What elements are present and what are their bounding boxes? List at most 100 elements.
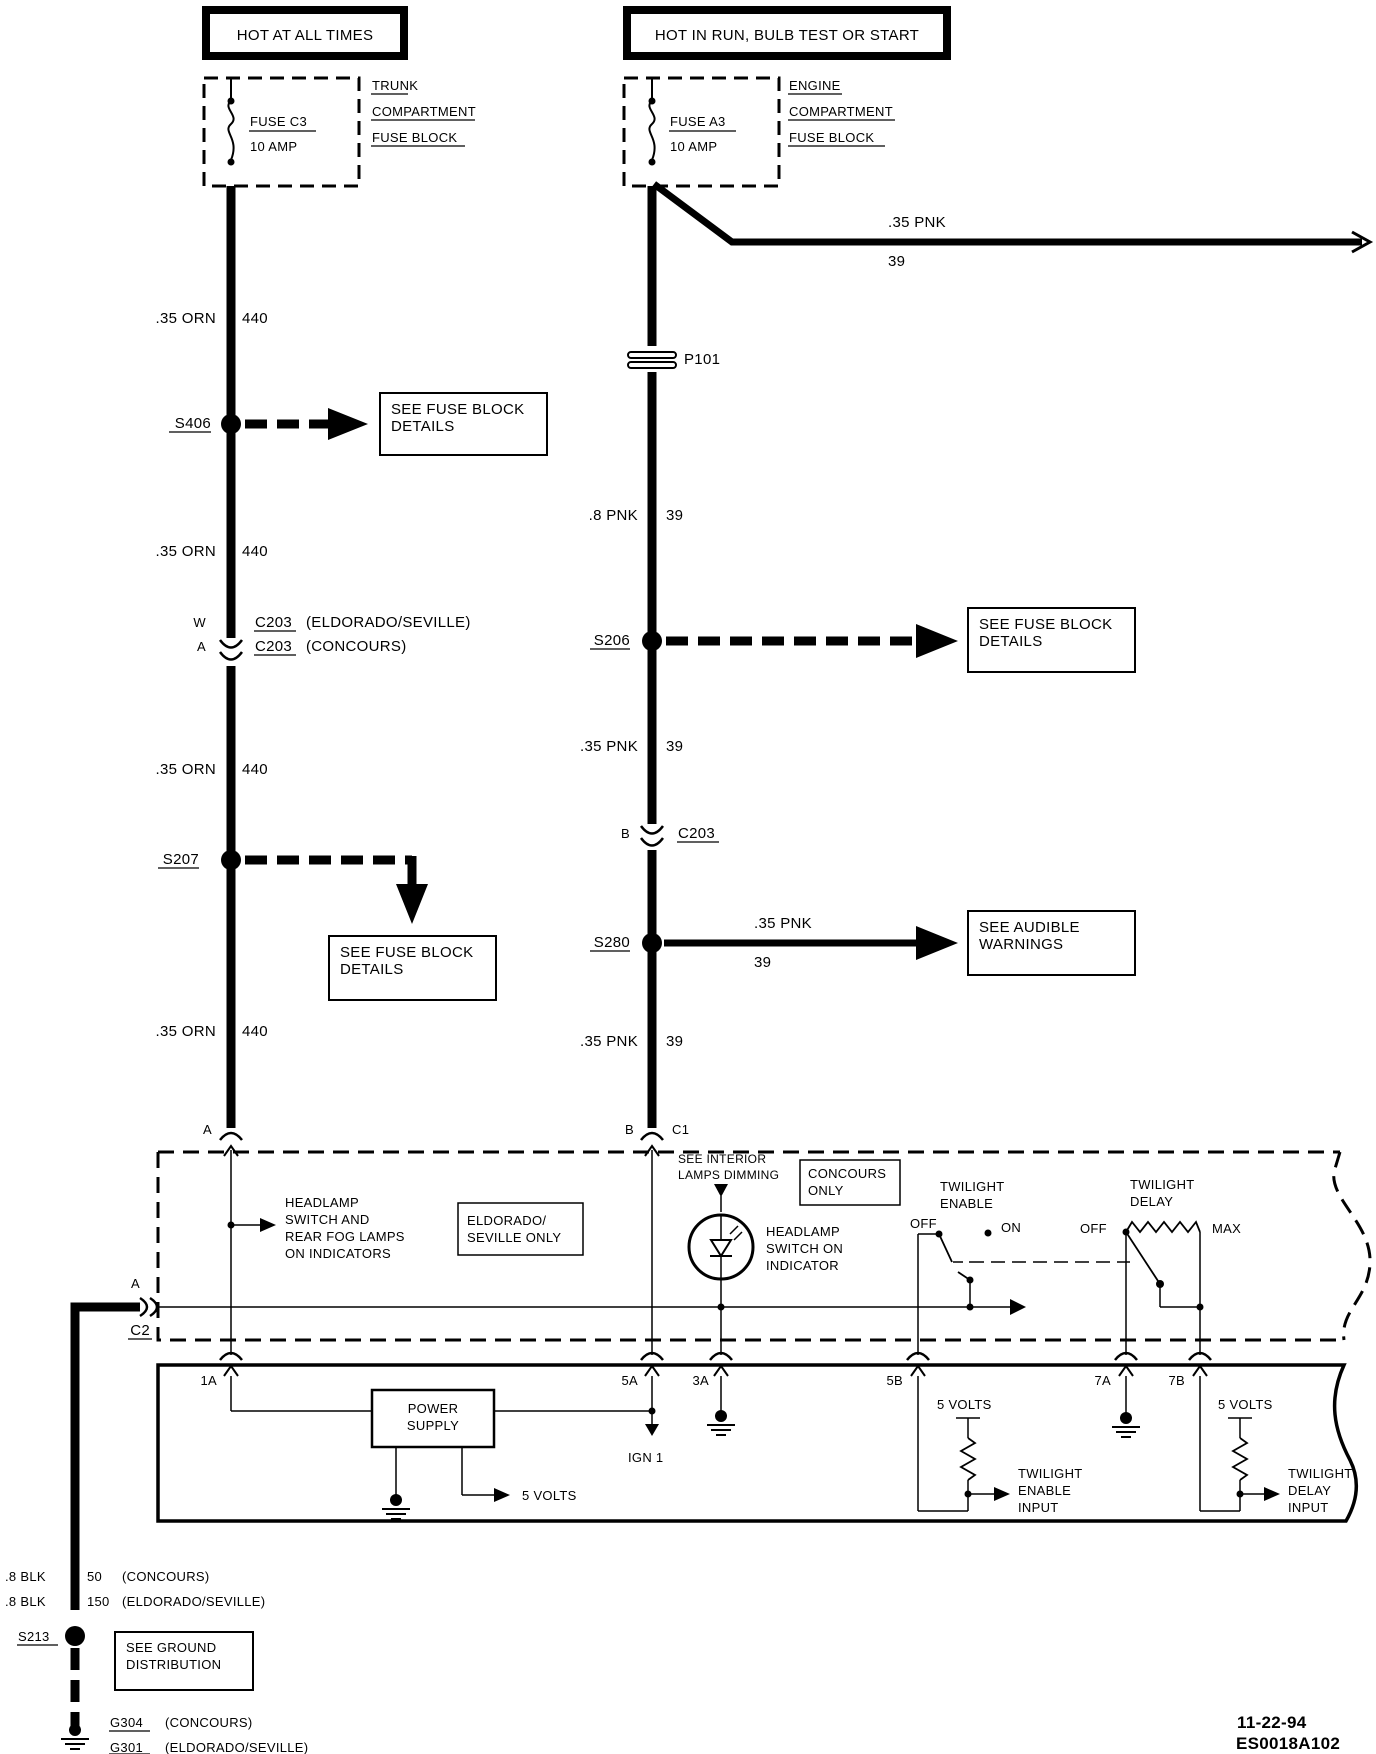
ground-g2-note: (ELDORADO/SEVILLE) bbox=[165, 1740, 308, 1754]
right-pin-b: B bbox=[625, 1122, 634, 1137]
ground-icon bbox=[382, 1494, 410, 1520]
td-volts: 5 VOLTS bbox=[1218, 1397, 1273, 1412]
splice-s280-label: S280 bbox=[594, 934, 630, 951]
power-source-right-label: HOT IN RUN, BULB TEST OR START bbox=[655, 27, 919, 44]
module-lower-section: 1A 5A 3A 5B 7A 7B IGN 1 POWER SUPPLY 5 V… bbox=[156, 1351, 1359, 1523]
pin-7b: 7B bbox=[1168, 1373, 1185, 1388]
fuse-block-left: FUSE C3 10 AMP TRUNK COMPARTMENT FUSE BL… bbox=[202, 76, 476, 188]
indicator-l2: SWITCH AND bbox=[285, 1212, 370, 1227]
ground-w1: .8 BLK bbox=[5, 1569, 46, 1584]
ref-box-s280[interactable]: SEE AUDIBLE WARNINGS bbox=[967, 910, 1136, 976]
left-wire-4: .35 ORN bbox=[156, 1023, 216, 1040]
conn-left-1-note: (ELDORADO/SEVILLE) bbox=[306, 614, 471, 631]
left-num-1: 440 bbox=[242, 310, 268, 327]
ref-box-s207[interactable]: SEE FUSE BLOCK DETAILS bbox=[328, 935, 497, 1001]
ref-s206-line1: SEE FUSE BLOCK bbox=[979, 616, 1112, 633]
td-in-l2: DELAY bbox=[1288, 1483, 1331, 1498]
eldorado-only-box: ELDORADO/ SEVILLE ONLY bbox=[457, 1202, 584, 1256]
fuse-left-block-3: FUSE BLOCK bbox=[372, 130, 457, 145]
ground-n1: 50 bbox=[87, 1569, 102, 1584]
conn-left-2: C203 bbox=[255, 638, 292, 655]
dimming-l2: LAMPS DIMMING bbox=[678, 1168, 779, 1182]
connector-c203-left: W A C203 (ELDORADO/SEVILLE) C203 (CONCOU… bbox=[193, 614, 471, 661]
headlamp-switch-module: HEADLAMP SWITCH AND REAR FOG LAMPS ON IN… bbox=[128, 1131, 1372, 1355]
c2-label: C2 bbox=[130, 1322, 150, 1339]
te-volts: 5 VOLTS bbox=[937, 1397, 992, 1412]
fuse-right-rating: 10 AMP bbox=[670, 139, 717, 154]
concours-l2: ONLY bbox=[808, 1183, 844, 1198]
right-branch2-num: 39 bbox=[754, 954, 771, 971]
td-l1: TWILIGHT bbox=[1130, 1177, 1195, 1192]
ground-g1: G304 bbox=[110, 1715, 143, 1730]
ground-g2: G301 bbox=[110, 1740, 143, 1754]
splice-s213 bbox=[65, 1626, 85, 1646]
ground-note1: (CONCOURS) bbox=[122, 1569, 210, 1584]
te-in-l2: ENABLE bbox=[1018, 1483, 1071, 1498]
splice-s207-label: S207 bbox=[163, 851, 199, 868]
te-on: ON bbox=[1001, 1220, 1021, 1235]
ground-g1-note: (CONCOURS) bbox=[165, 1715, 253, 1730]
splice-s206 bbox=[642, 631, 662, 651]
power-supply-l2: SUPPLY bbox=[407, 1418, 459, 1433]
te-in-l3: INPUT bbox=[1018, 1500, 1059, 1515]
te-in-l1: TWILIGHT bbox=[1018, 1466, 1083, 1481]
pin-b-connector bbox=[640, 1131, 664, 1141]
eldorado-l1: ELDORADO/ bbox=[467, 1213, 546, 1228]
ground-icon bbox=[1112, 1412, 1140, 1438]
ps-out-volts: 5 VOLTS bbox=[522, 1488, 577, 1503]
ground-w2: .8 BLK bbox=[5, 1594, 46, 1609]
dimming-l1: SEE INTERIOR bbox=[678, 1152, 766, 1166]
hsw-l2: SWITCH ON bbox=[766, 1241, 843, 1256]
conn-left-a: A bbox=[197, 639, 206, 654]
right-num-1: 39 bbox=[666, 507, 683, 524]
right-wire-1: .8 PNK bbox=[589, 507, 638, 524]
left-num-2: 440 bbox=[242, 543, 268, 560]
indicator-l3: REAR FOG LAMPS bbox=[285, 1229, 405, 1244]
conn-left-1: C203 bbox=[255, 614, 292, 631]
pin-5a: 5A bbox=[621, 1373, 638, 1388]
fuse-left-block-1: TRUNK bbox=[372, 78, 418, 93]
td-max: MAX bbox=[1212, 1221, 1241, 1236]
fuse-left-rating: 10 AMP bbox=[250, 139, 297, 154]
right-num-3: 39 bbox=[666, 1033, 683, 1050]
pin-7a: 7A bbox=[1094, 1373, 1111, 1388]
pin-1a: 1A bbox=[200, 1373, 217, 1388]
twilight-enable-switch: TWILIGHT ENABLE OFF ON bbox=[910, 1179, 1130, 1355]
left-wire-3: .35 ORN bbox=[156, 761, 216, 778]
twilight-delay-potentiometer: TWILIGHT DELAY OFF MAX bbox=[1080, 1177, 1241, 1355]
connector-p101-label: P101 bbox=[684, 351, 720, 368]
fuse-left-block-2: COMPARTMENT bbox=[372, 104, 476, 119]
te-l2: ENABLE bbox=[940, 1196, 993, 1211]
connector-c203-right: B C203 bbox=[621, 825, 719, 847]
pin-a-connector bbox=[219, 1131, 243, 1141]
td-l2: DELAY bbox=[1130, 1194, 1173, 1209]
conn-right-c203: C203 bbox=[678, 825, 715, 842]
fuse-block-right: FUSE A3 10 AMP ENGINE COMPARTMENT FUSE B… bbox=[622, 76, 895, 188]
splice-s207 bbox=[221, 850, 241, 870]
ref-box-ground[interactable]: SEE GROUND DISTRIBUTION bbox=[114, 1631, 254, 1691]
left-wire-1: .35 ORN bbox=[156, 310, 216, 327]
te-l1: TWILIGHT bbox=[940, 1179, 1005, 1194]
right-circuit: .35 PNK 39 P101 .8 PNK 39 S206 SEE FUSE … bbox=[580, 181, 1374, 1137]
eldorado-l2: SEVILLE ONLY bbox=[467, 1230, 561, 1245]
ref-box-s406[interactable]: SEE FUSE BLOCK DETAILS bbox=[379, 392, 548, 456]
ref-s206-line2: DETAILS bbox=[979, 633, 1043, 650]
splice-s406 bbox=[221, 414, 241, 434]
conn-right-pin: B bbox=[621, 826, 630, 841]
indicator-l4: ON INDICATORS bbox=[285, 1246, 391, 1261]
ground-circuit: .8 BLK 50 (CONCOURS) .8 BLK 150 (ELDORAD… bbox=[5, 1302, 308, 1754]
ref-box-s206[interactable]: SEE FUSE BLOCK DETAILS bbox=[967, 607, 1136, 673]
led-indicator-icon bbox=[687, 1213, 755, 1281]
hsw-l1: HEADLAMP bbox=[766, 1224, 840, 1239]
left-wire-2: .35 ORN bbox=[156, 543, 216, 560]
ref-s207-line2: DETAILS bbox=[340, 961, 404, 978]
ref-s280-line1: SEE AUDIBLE bbox=[979, 919, 1080, 936]
right-wire-3: .35 PNK bbox=[580, 1033, 638, 1050]
right-branch-num: 39 bbox=[888, 253, 905, 270]
left-num-4: 440 bbox=[242, 1023, 268, 1040]
ref-ground-line1: SEE GROUND bbox=[126, 1640, 216, 1655]
ign-1: IGN 1 bbox=[628, 1450, 663, 1465]
ground-icon bbox=[61, 1724, 89, 1750]
fuse-left-name: FUSE C3 bbox=[250, 114, 307, 129]
